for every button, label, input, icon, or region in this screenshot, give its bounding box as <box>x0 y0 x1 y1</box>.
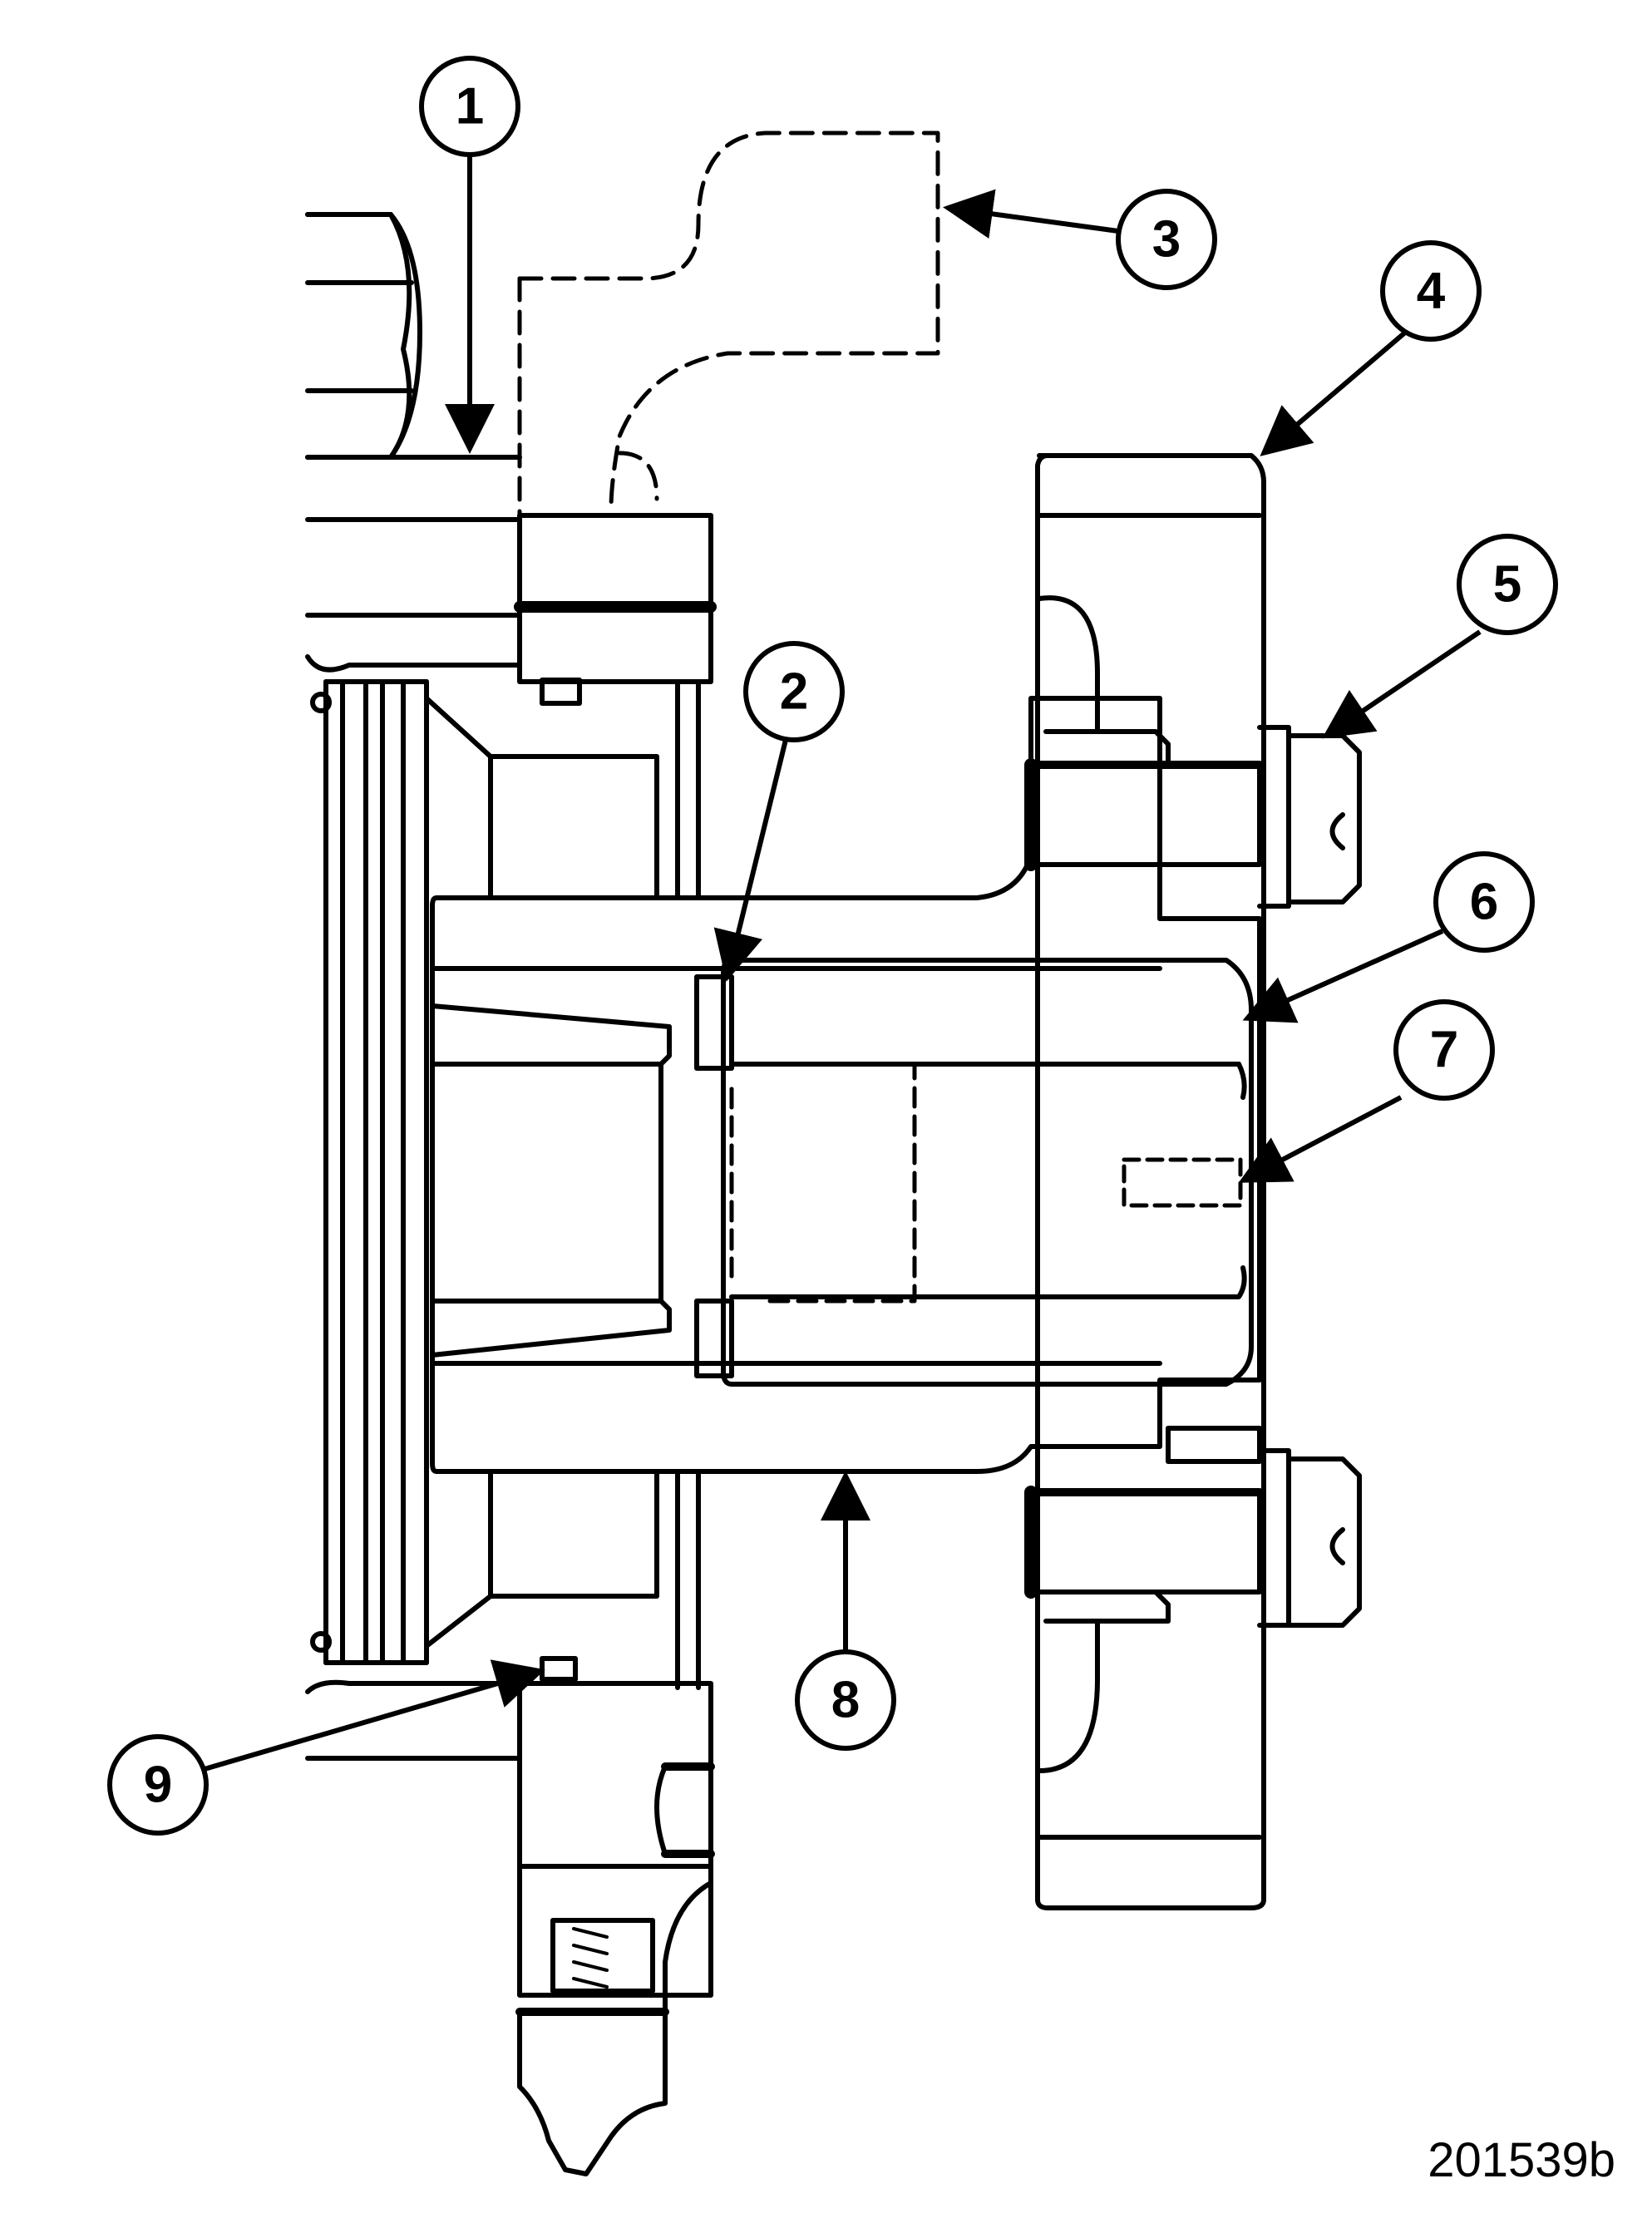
gasket-plates <box>310 679 659 1665</box>
hub-nut <box>721 958 1254 1387</box>
svg-text:6: 6 <box>1470 874 1498 931</box>
lower-bolt <box>1024 1426 1362 1628</box>
set-screw <box>1122 1157 1243 1208</box>
svg-text:5: 5 <box>1493 556 1521 614</box>
callout-6: 6 <box>1433 851 1535 953</box>
svg-text:1: 1 <box>456 78 484 136</box>
callout-7: 7 <box>1393 999 1495 1101</box>
right-flange <box>1035 453 1266 1910</box>
shaft-key <box>694 974 734 1378</box>
callout-3: 3 <box>1116 189 1217 290</box>
figure-code: 201539b <box>1428 2133 1615 2187</box>
callout-5: 5 <box>1457 534 1558 635</box>
shaft-end-teeth <box>305 212 412 460</box>
callout-8: 8 <box>795 1649 896 1751</box>
callout-4: 4 <box>1380 240 1482 342</box>
leader-lines <box>204 156 1482 1772</box>
upper-mounting-block <box>514 513 717 706</box>
svg-text:2: 2 <box>780 663 808 721</box>
hub-body <box>430 696 1262 1474</box>
upper-bolt <box>1024 725 1362 909</box>
callout-1: 1 <box>419 56 520 157</box>
svg-text:7: 7 <box>1430 1022 1458 1079</box>
taper-bushing <box>430 1003 672 1358</box>
spacer-tubes <box>488 679 701 1690</box>
lower-shaft <box>305 1656 715 2176</box>
svg-text:4: 4 <box>1417 263 1446 320</box>
svg-text:9: 9 <box>144 1757 172 1814</box>
callout-2: 2 <box>743 641 845 742</box>
dashed-cover-outline <box>517 131 940 518</box>
dashed-shaft-bore <box>729 1062 917 1304</box>
left-shaft <box>305 212 522 673</box>
svg-text:8: 8 <box>831 1672 860 1729</box>
callout-9: 9 <box>107 1734 209 1836</box>
svg-text:3: 3 <box>1152 211 1181 269</box>
